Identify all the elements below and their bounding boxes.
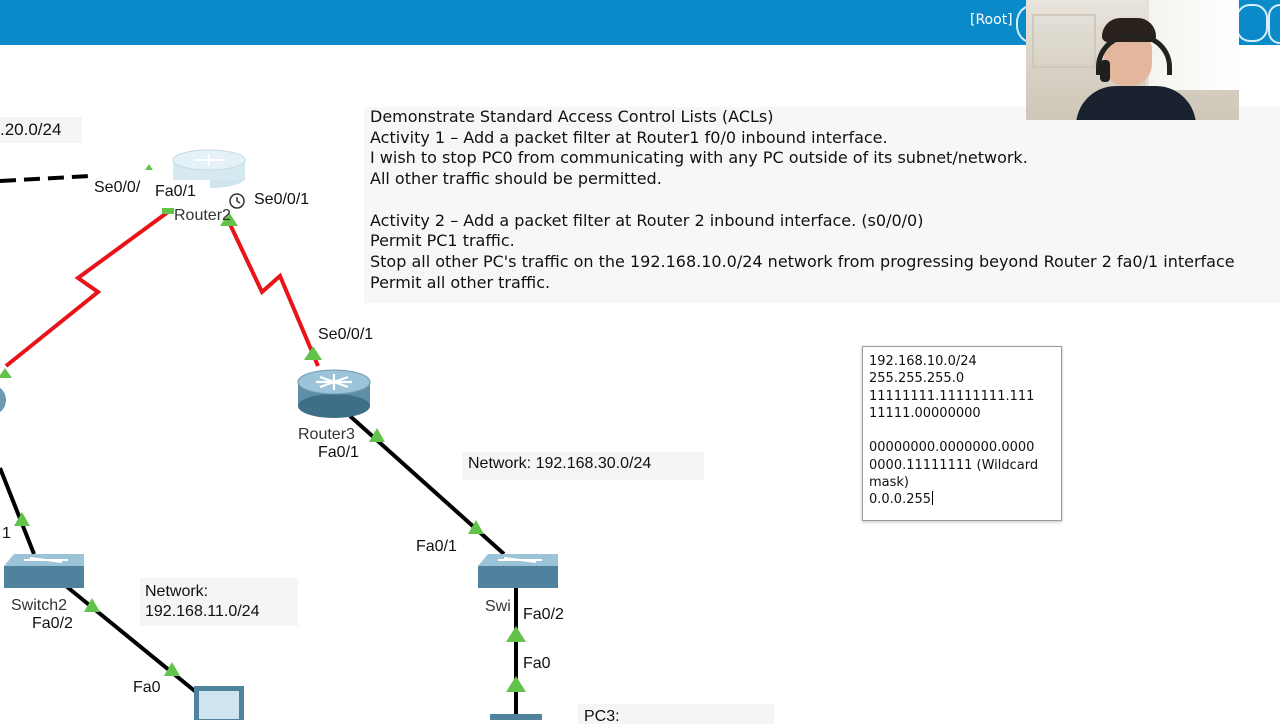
router3-name-label: Router3 bbox=[298, 426, 355, 443]
switch2-port-fa0-2-label: Fa0/2 bbox=[32, 615, 73, 632]
switch2-icon bbox=[4, 554, 84, 588]
pc-icon bbox=[194, 686, 244, 720]
pc-port-fa0-label: Fa0 bbox=[133, 679, 161, 696]
network-label-box bbox=[140, 578, 298, 626]
switch3-port-fa0-2-label: Fa0/2 bbox=[523, 606, 564, 623]
ethernet-link-left-switch2 bbox=[0, 467, 36, 555]
network-label-left: .20.0/24 bbox=[0, 120, 62, 139]
pc3-port-fa0-label: Fa0 bbox=[523, 655, 551, 672]
dashed-link bbox=[0, 174, 91, 183]
port-up-indicator bbox=[162, 208, 174, 214]
note-line-last: 0.0.0.255 bbox=[869, 491, 1055, 508]
label-backdrop bbox=[152, 180, 210, 204]
port-up-indicator bbox=[0, 368, 12, 378]
microphone-icon bbox=[1100, 60, 1110, 82]
instructions-line: I wish to stop PC0 from communicating wi… bbox=[370, 148, 1028, 168]
router3-port-se0-0-1-label: Se0/0/1 bbox=[318, 326, 374, 343]
switch2-port-label: 1 bbox=[2, 525, 11, 542]
pc3-name-label: PC3: bbox=[584, 708, 620, 725]
label-backdrop bbox=[314, 442, 372, 466]
network-label-box bbox=[462, 452, 704, 480]
switch2-name-label: Switch2 bbox=[11, 597, 68, 614]
router2-port-se0-0-0-label: Se0/0/ bbox=[94, 179, 141, 196]
instructions-blank-line bbox=[370, 190, 1280, 211]
network-192-168-30-label: Network: 192.168.30.0/24 bbox=[468, 455, 652, 472]
router1-icon bbox=[0, 387, 6, 413]
instructions-line: Activity 1 – Add a packet filter at Rout… bbox=[370, 127, 888, 147]
instructions-text-box[interactable]: Demonstrate Standard Access Control List… bbox=[364, 107, 1280, 303]
note-text-editor[interactable]: 192.168.10.0/24 255.255.255.0 11111111.1… bbox=[862, 346, 1062, 521]
note-line: 11111.00000000 bbox=[869, 405, 981, 421]
instructions-line: Activity 2 – Add a packet filter at Rout… bbox=[370, 210, 924, 230]
presenter-body bbox=[1076, 86, 1196, 120]
port-up-indicator bbox=[468, 520, 484, 534]
text-cursor bbox=[932, 491, 934, 506]
port-up-indicator bbox=[369, 428, 385, 442]
port-up-indicator bbox=[304, 346, 322, 360]
port-up-indicator bbox=[164, 662, 180, 676]
port-up-indicator bbox=[145, 164, 153, 170]
clock-icon bbox=[229, 193, 245, 209]
note-line: 11111111.11111111.111 bbox=[869, 388, 1035, 404]
port-up-indicator bbox=[506, 626, 526, 642]
port-up-indicator bbox=[220, 212, 238, 226]
switch3-icon bbox=[478, 554, 558, 588]
switch3-port-fa0-1-label: Fa0/1 bbox=[416, 538, 457, 555]
instructions-line: Demonstrate Standard Access Control List… bbox=[370, 107, 774, 126]
instructions-line: Permit all other traffic. bbox=[370, 272, 551, 292]
router2-port-fa0-1-label: Fa0/1 bbox=[155, 183, 196, 200]
note-line: mask) bbox=[869, 475, 910, 491]
instructions-line: All other traffic should be permitted. bbox=[370, 169, 662, 189]
note-blank-line bbox=[869, 422, 1055, 439]
instructions-line: Permit PC1 traffic. bbox=[370, 231, 515, 251]
router3-port-fa0-1-label: Fa0/1 bbox=[318, 444, 359, 461]
webcam-background-shelf bbox=[1032, 14, 1096, 68]
instructions-line: Stop all other PC's traffic on the 192.1… bbox=[370, 251, 1235, 271]
port-up-indicator bbox=[14, 512, 30, 526]
pc3-icon bbox=[490, 714, 542, 720]
root-button[interactable]: [Root] bbox=[970, 12, 1013, 28]
note-line: 00000000.0000000.0000 bbox=[869, 440, 1035, 456]
switch3-name-label: Swi bbox=[485, 598, 511, 615]
note-line: 0.0.0.255 bbox=[869, 492, 932, 508]
port-up-indicator bbox=[84, 598, 100, 612]
router2-port-se0-0-1-label: Se0/0/1 bbox=[254, 191, 310, 208]
note-line: 255.255.255.0 bbox=[869, 371, 965, 387]
network-label-box bbox=[578, 704, 774, 724]
note-line: 0000.11111111 (Wildcard bbox=[869, 457, 1039, 473]
network-label-box bbox=[0, 117, 82, 143]
webcam-overlay bbox=[1026, 0, 1239, 120]
network-192-168-11-line2: 192.168.11.0/24 bbox=[145, 603, 260, 620]
headset-icon bbox=[1096, 34, 1172, 75]
router3-icon bbox=[297, 369, 371, 418]
network-192-168-11-line1: Network: bbox=[145, 583, 209, 600]
serial-link-router2-left bbox=[4, 210, 170, 368]
serial-link-router2-router3 bbox=[226, 219, 320, 367]
note-line: 192.168.10.0/24 bbox=[869, 354, 977, 369]
port-up-indicator bbox=[506, 676, 526, 692]
router2-name-label: Router2 bbox=[174, 207, 231, 224]
